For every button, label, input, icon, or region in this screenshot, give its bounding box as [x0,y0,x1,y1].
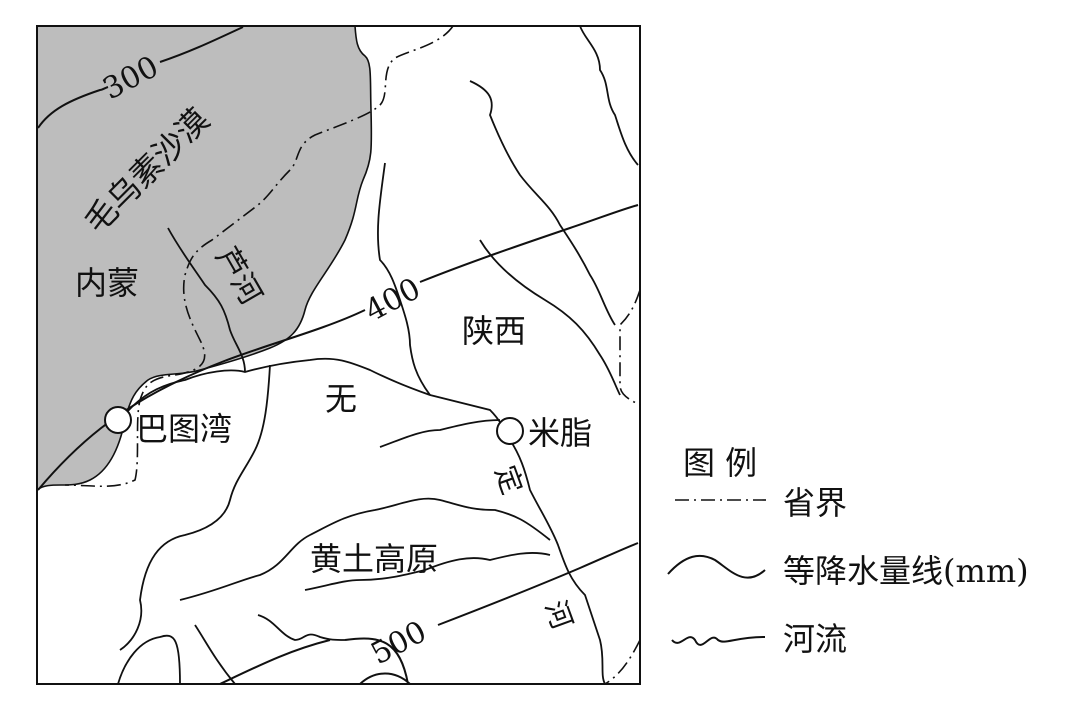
mizhi-label: 米脂 [528,414,592,452]
river-tributary-batuwan [119,364,271,651]
border-east [619,289,641,406]
river-tributary-loess2 [304,552,551,591]
legend: 图 例 省界 等降水量线(mm) 河流 [667,444,1029,658]
isohyet-400 [37,204,639,491]
legend-river-symbol [671,636,766,646]
wuding-label-1: 无 [325,380,357,418]
legend-isohyet-symbol [667,554,766,579]
river-tributary-ne1 [469,80,616,326]
river-wuding-main [119,357,606,685]
province-borders [64,25,641,685]
river-tributary-north [377,162,431,396]
legend-river-label: 河流 [783,620,847,658]
isohyet-300 [37,26,244,129]
legend-border-label: 省界 [783,484,847,522]
wuding-label-3: 河 [538,596,579,634]
isohyet-500-inner [344,637,411,685]
legend-isohyet-label: 等降水量线(mm) [783,552,1029,590]
legend-title: 图 例 [683,444,757,482]
rivers [117,25,639,685]
river-tributary-east [479,239,621,396]
place-markers [104,406,524,445]
river-tributary-south [257,614,346,641]
map-frame [36,25,641,685]
border-north [64,25,454,488]
inner-mongolia-label: 内蒙 [75,264,139,302]
isohyet-500 [219,542,639,685]
isohyet-lines [37,26,639,685]
isohyet-label-400: 400 [359,271,426,329]
river-tributary-ne2 [579,25,639,166]
batuwan-marker [104,406,132,434]
border-southeast [604,639,641,685]
river-tributary-loess1 [179,497,551,601]
shaanxi-label: 陕西 [462,312,526,350]
mizhi-marker [496,417,524,445]
river-lu-he [167,227,246,373]
river-tributary-southwest [117,624,236,685]
loess-plateau-label: 黄土高原 [310,540,438,578]
isohyet-label-500: 500 [365,614,432,672]
river-tributary-west-mizhi [379,419,501,448]
batuwan-label: 巴图湾 [136,410,232,448]
